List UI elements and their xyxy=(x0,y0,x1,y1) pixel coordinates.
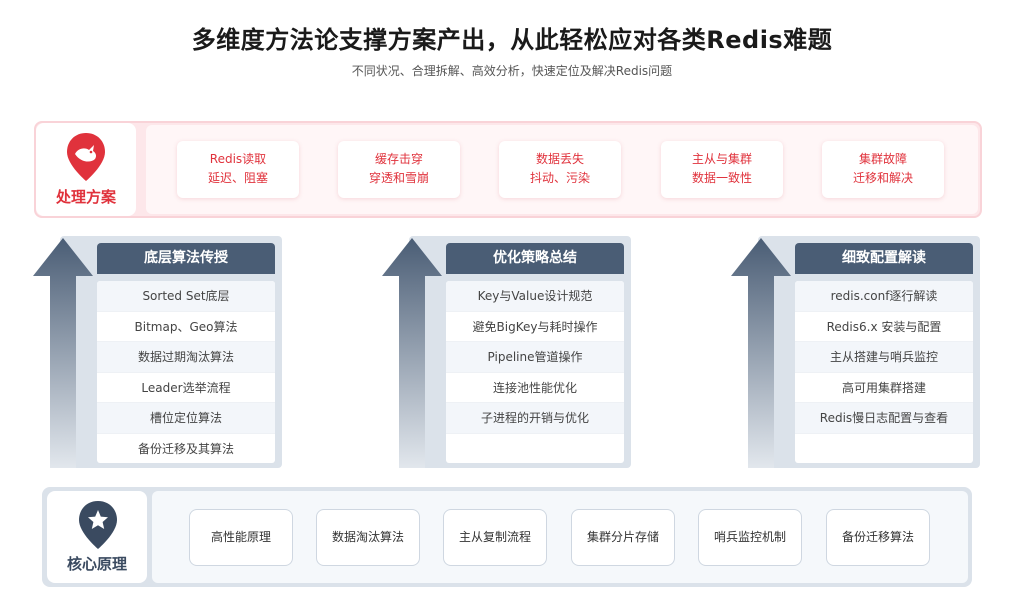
list-item[interactable]: Pipeline管道操作 xyxy=(446,342,624,373)
list-item[interactable]: redis.conf逐行解读 xyxy=(795,281,973,312)
page-title: 多维度方法论支撑方案产出，从此轻松应对各类Redis难题 xyxy=(191,26,833,54)
solution-card[interactable]: Redis读取 延迟、阻塞 xyxy=(177,141,299,198)
solution-card-line1: 数据丢失 xyxy=(535,152,584,166)
column-title: 底层算法传授 xyxy=(97,243,275,274)
column-title: 细致配置解读 xyxy=(795,243,973,274)
list-item[interactable]: 高可用集群搭建 xyxy=(795,373,973,403)
solution-card-line2: 迁移和解决 xyxy=(852,171,913,185)
solution-card-line2: 数据一致性 xyxy=(691,171,752,185)
list-item[interactable]: 避免BigKey与耗时操作 xyxy=(446,312,624,342)
solution-card-line1: 主从与集群 xyxy=(691,152,752,166)
solution-card[interactable]: 缓存击穿 穿透和雪崩 xyxy=(338,141,460,198)
solution-card[interactable]: 主从与集群 数据一致性 xyxy=(661,141,783,198)
column-list: Key与Value设计规范 避免BigKey与耗时操作 Pipeline管道操作… xyxy=(446,281,624,463)
up-arrow-icon xyxy=(382,238,442,468)
core-card[interactable]: 备份迁移算法 xyxy=(826,509,930,566)
list-item[interactable]: Redis慢日志配置与查看 xyxy=(795,403,973,434)
list-item[interactable]: 备份迁移及其算法 xyxy=(97,434,275,464)
solution-card-line2: 穿透和雪崩 xyxy=(368,171,429,185)
bird-pin-icon xyxy=(67,133,105,181)
list-item[interactable]: Bitmap、Geo算法 xyxy=(97,312,275,342)
list-item[interactable]: 主从搭建与哨兵监控 xyxy=(795,342,973,373)
core-card[interactable]: 高性能原理 xyxy=(189,509,293,566)
column-title: 优化策略总结 xyxy=(446,243,624,274)
column-list: redis.conf逐行解读 Redis6.x 安装与配置 主从搭建与哨兵监控 … xyxy=(795,281,973,463)
up-arrow-icon xyxy=(731,238,791,468)
list-item[interactable]: Redis6.x 安装与配置 xyxy=(795,312,973,342)
solution-card-line1: 集群故障 xyxy=(858,152,907,166)
page-subtitle: 不同状况、合理拆解、高效分析，快速定位及解决Redis问题 xyxy=(351,64,673,78)
solution-card-line2: 延迟、阻塞 xyxy=(207,171,268,185)
column-list: Sorted Set底层 Bitmap、Geo算法 数据过期淘汰算法 Leade… xyxy=(97,281,275,463)
list-item[interactable]: Leader选举流程 xyxy=(97,373,275,403)
list-item[interactable]: Sorted Set底层 xyxy=(97,281,275,312)
solution-card-line1: Redis读取 xyxy=(209,152,267,166)
star-pin-icon xyxy=(79,501,117,549)
solution-card[interactable]: 数据丢失 抖动、污染 xyxy=(499,141,621,198)
solution-card-line2: 抖动、污染 xyxy=(529,171,590,185)
up-arrow-icon xyxy=(33,238,93,468)
core-label: 核心原理 xyxy=(66,555,127,573)
solutions-label: 处理方案 xyxy=(55,188,116,206)
list-item[interactable]: Key与Value设计规范 xyxy=(446,281,624,312)
core-card[interactable]: 集群分片存储 xyxy=(571,509,675,566)
list-item[interactable]: 数据过期淘汰算法 xyxy=(97,342,275,373)
core-card[interactable]: 主从复制流程 xyxy=(443,509,547,566)
list-item[interactable]: 槽位定位算法 xyxy=(97,403,275,434)
solution-card-line1: 缓存击穿 xyxy=(374,152,423,166)
core-card[interactable]: 数据淘汰算法 xyxy=(316,509,420,566)
list-item[interactable]: 子进程的开销与优化 xyxy=(446,403,624,434)
list-item[interactable]: 连接池性能优化 xyxy=(446,373,624,403)
solution-card[interactable]: 集群故障 迁移和解决 xyxy=(822,141,944,198)
core-card[interactable]: 哨兵监控机制 xyxy=(698,509,802,566)
